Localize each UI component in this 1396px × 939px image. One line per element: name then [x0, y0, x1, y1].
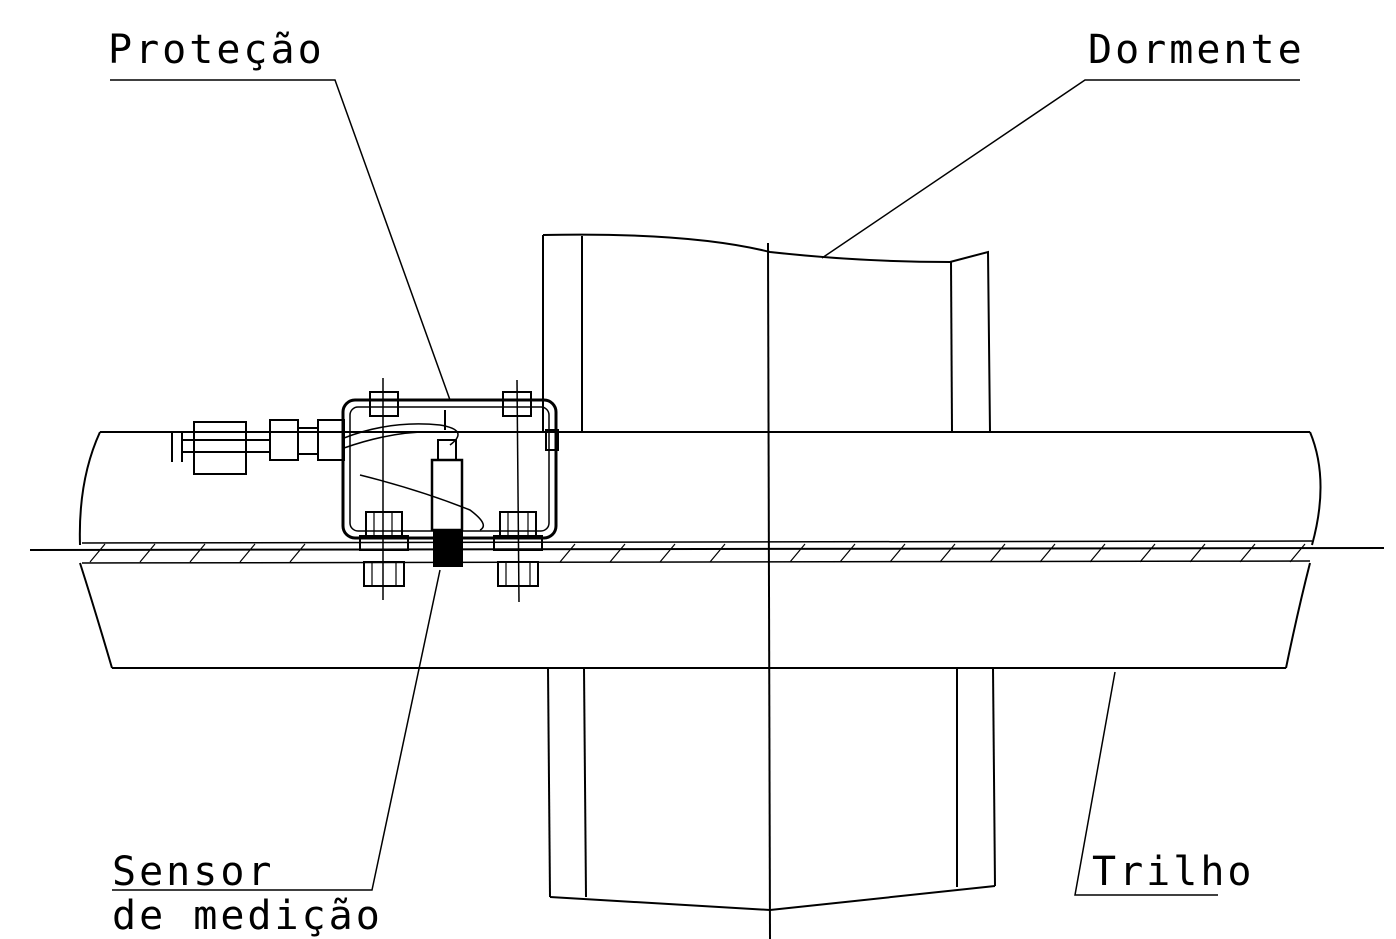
- label-sensor-line2: de medição: [112, 893, 383, 939]
- label-sleeper: Dormente: [1088, 27, 1305, 73]
- label-protection: Proteção: [108, 27, 325, 73]
- rail-body: [30, 432, 1384, 668]
- bolt-right: [494, 380, 542, 602]
- cable-connector: [172, 420, 344, 474]
- sleeper-upper: [543, 235, 1310, 432]
- base-hatching: [90, 544, 1305, 562]
- measurement-sensor: [432, 410, 462, 566]
- protection-box: [343, 400, 558, 538]
- center-line: [768, 243, 770, 939]
- bolt-left: [360, 378, 408, 600]
- internal-cables: [344, 424, 483, 530]
- leader-lines: [110, 80, 1300, 895]
- label-sensor-line1: Sensor: [112, 849, 275, 895]
- label-rail: Trilho: [1092, 849, 1255, 895]
- sleeper-lower: [548, 668, 995, 910]
